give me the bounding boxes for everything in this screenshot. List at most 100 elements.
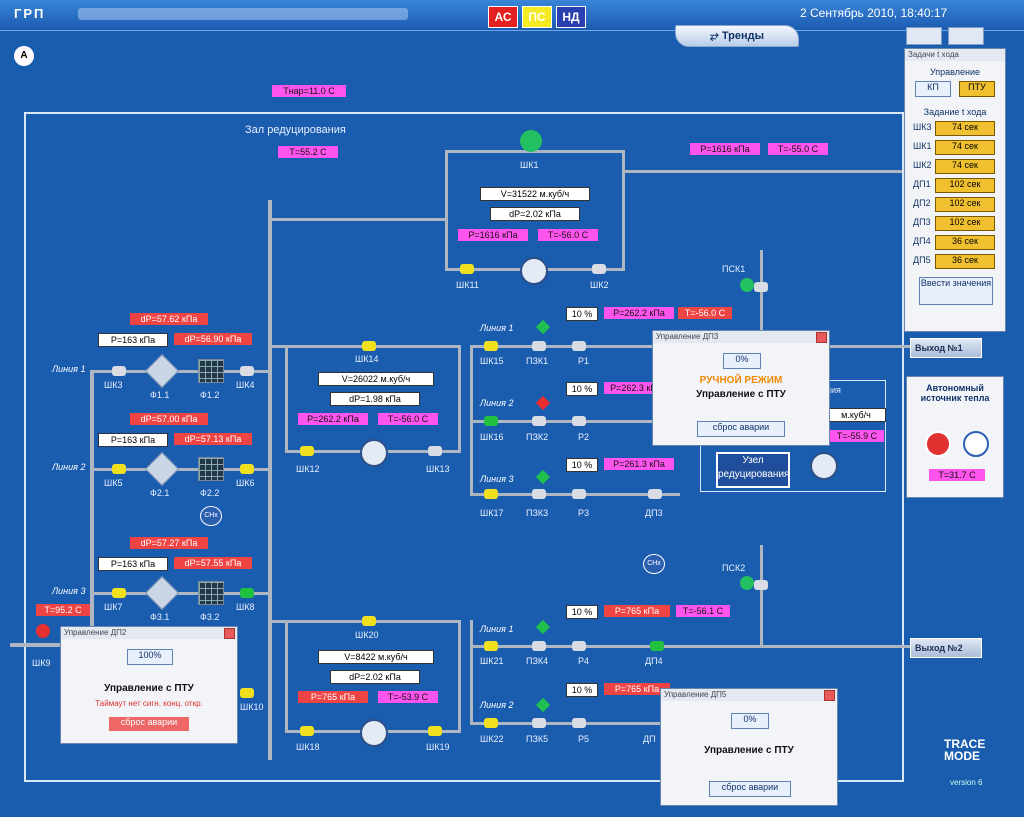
meter1-icon[interactable]: [360, 439, 388, 467]
dp5-pct-field[interactable]: 0%: [731, 713, 769, 729]
r1-regulator[interactable]: [572, 341, 586, 351]
close-icon[interactable]: [224, 628, 235, 639]
shk20-valve[interactable]: [362, 616, 376, 626]
bypass-meter-icon[interactable]: [520, 257, 548, 285]
node-meter-icon[interactable]: [810, 452, 838, 480]
psk1-valve[interactable]: [754, 282, 768, 292]
dp3-valve[interactable]: [648, 489, 662, 499]
bypass-out: [622, 170, 902, 173]
line2-pipe: [92, 468, 272, 471]
tool-button-1[interactable]: [906, 27, 942, 45]
side-row-value[interactable]: 102 сек: [935, 197, 995, 212]
shk19-valve[interactable]: [428, 726, 442, 736]
shk2-valve[interactable]: [592, 264, 606, 274]
side-row-value[interactable]: 74 сек: [935, 140, 995, 155]
shk22-valve[interactable]: [484, 718, 498, 728]
dp3-ctrl-label: Управление с ПТУ: [696, 389, 786, 400]
dp3-mode-label: РУЧНОЙ РЕЖИМ: [699, 375, 783, 386]
side-row-value[interactable]: 74 сек: [935, 159, 995, 174]
side-panel: Задачи t хода Управление КП ПТУ Задание …: [904, 48, 1006, 332]
dp3-reset-button[interactable]: сброс аварии: [697, 421, 785, 437]
pzk2-label: ПЗК2: [526, 432, 549, 442]
r2-label: Р2: [578, 432, 590, 442]
shk1-actuator-icon[interactable]: [520, 130, 542, 152]
shk16-valve[interactable]: [484, 416, 498, 426]
shk10-valve[interactable]: [240, 688, 254, 698]
shk3-valve[interactable]: [112, 366, 126, 376]
r3-regulator[interactable]: [572, 489, 586, 499]
side-row-value[interactable]: 36 сек: [935, 235, 995, 250]
f12-filter[interactable]: [198, 359, 224, 383]
chart-icon: ⥂: [709, 30, 722, 42]
f22-filter[interactable]: [198, 457, 224, 481]
side-row-key: ШК1: [913, 141, 932, 151]
shk18-label: ШК18: [296, 742, 320, 752]
f31-label: Ф3.1: [150, 612, 170, 622]
shk21-label: ШК21: [480, 656, 504, 666]
pzk5-valve[interactable]: [532, 718, 546, 728]
dp3-pct-field[interactable]: 0%: [723, 353, 761, 369]
alarm-ps-button[interactable]: ПС: [522, 6, 552, 28]
pzk2-valve[interactable]: [532, 416, 546, 426]
r5-label: Р5: [578, 734, 590, 744]
shk21-valve[interactable]: [484, 641, 498, 651]
pzk4-valve[interactable]: [532, 641, 546, 651]
snx-icon-1[interactable]: СНх: [200, 506, 222, 526]
close-icon[interactable]: [816, 332, 827, 343]
psk1-pipe: [760, 250, 763, 350]
shk11-valve[interactable]: [460, 264, 474, 274]
f3-dp2: dP=57.55 кПа: [174, 557, 252, 569]
shk18-valve[interactable]: [300, 726, 314, 736]
heat-start-icon[interactable]: [925, 431, 951, 457]
pzk1-valve[interactable]: [532, 341, 546, 351]
shk8-valve[interactable]: [240, 588, 254, 598]
red-line4-label: Линия 1: [480, 624, 514, 634]
f21-label: Ф2.1: [150, 488, 170, 498]
meter2-pressure: P=765 кПа: [298, 691, 368, 703]
pzk3-valve[interactable]: [532, 489, 546, 499]
dp2-pct-field[interactable]: 100%: [127, 649, 173, 665]
shk17-label: ШК17: [480, 508, 504, 518]
tool-button-2[interactable]: [948, 27, 984, 45]
psk2-valve[interactable]: [754, 580, 768, 590]
shk5-valve[interactable]: [112, 464, 126, 474]
red-line2-label: Линия 2: [480, 398, 514, 408]
side-row-value[interactable]: 102 сек: [935, 178, 995, 193]
r5-regulator[interactable]: [572, 718, 586, 728]
shk15-label: ШК15: [480, 356, 504, 366]
side-row-value[interactable]: 74 сек: [935, 121, 995, 136]
side-row-value[interactable]: 102 сек: [935, 216, 995, 231]
alarm-as-button[interactable]: АС: [488, 6, 518, 28]
shk13-valve[interactable]: [428, 446, 442, 456]
kp-button[interactable]: КП: [915, 81, 951, 97]
trends-button[interactable]: ⥂ Тренды: [675, 25, 799, 47]
heat-stop-icon[interactable]: [963, 431, 989, 457]
shk14-valve[interactable]: [362, 341, 376, 351]
red3-pct: 10 %: [566, 458, 598, 472]
r4-regulator[interactable]: [572, 641, 586, 651]
dp4-valve[interactable]: [650, 641, 664, 651]
snx-icon-2[interactable]: СНх: [643, 554, 665, 574]
r2-regulator[interactable]: [572, 416, 586, 426]
output1-arrow[interactable]: Выход №1: [910, 338, 982, 358]
close-icon[interactable]: [824, 690, 835, 701]
shk12-valve[interactable]: [300, 446, 314, 456]
shk6-valve[interactable]: [240, 464, 254, 474]
enter-values-button[interactable]: Ввести значения: [919, 277, 993, 305]
shk17-valve[interactable]: [484, 489, 498, 499]
meter2-icon[interactable]: [360, 719, 388, 747]
shk15-valve[interactable]: [484, 341, 498, 351]
side-row-value[interactable]: 36 сек: [935, 254, 995, 269]
alarm-nd-button[interactable]: НД: [556, 6, 586, 28]
output2-arrow[interactable]: Выход №2: [910, 638, 982, 658]
inlet-actuator-icon[interactable]: [36, 624, 50, 638]
ptu-button[interactable]: ПТУ: [959, 81, 995, 97]
shk7-valve[interactable]: [112, 588, 126, 598]
dp2-reset-button[interactable]: сброс аварии: [109, 717, 189, 731]
dp5-reset-button[interactable]: сброс аварии: [709, 781, 791, 797]
node-button[interactable]: Узел редуцирования: [716, 452, 790, 488]
shk1-label: ШК1: [520, 160, 539, 170]
f32-filter[interactable]: [198, 581, 224, 605]
shk4-valve[interactable]: [240, 366, 254, 376]
